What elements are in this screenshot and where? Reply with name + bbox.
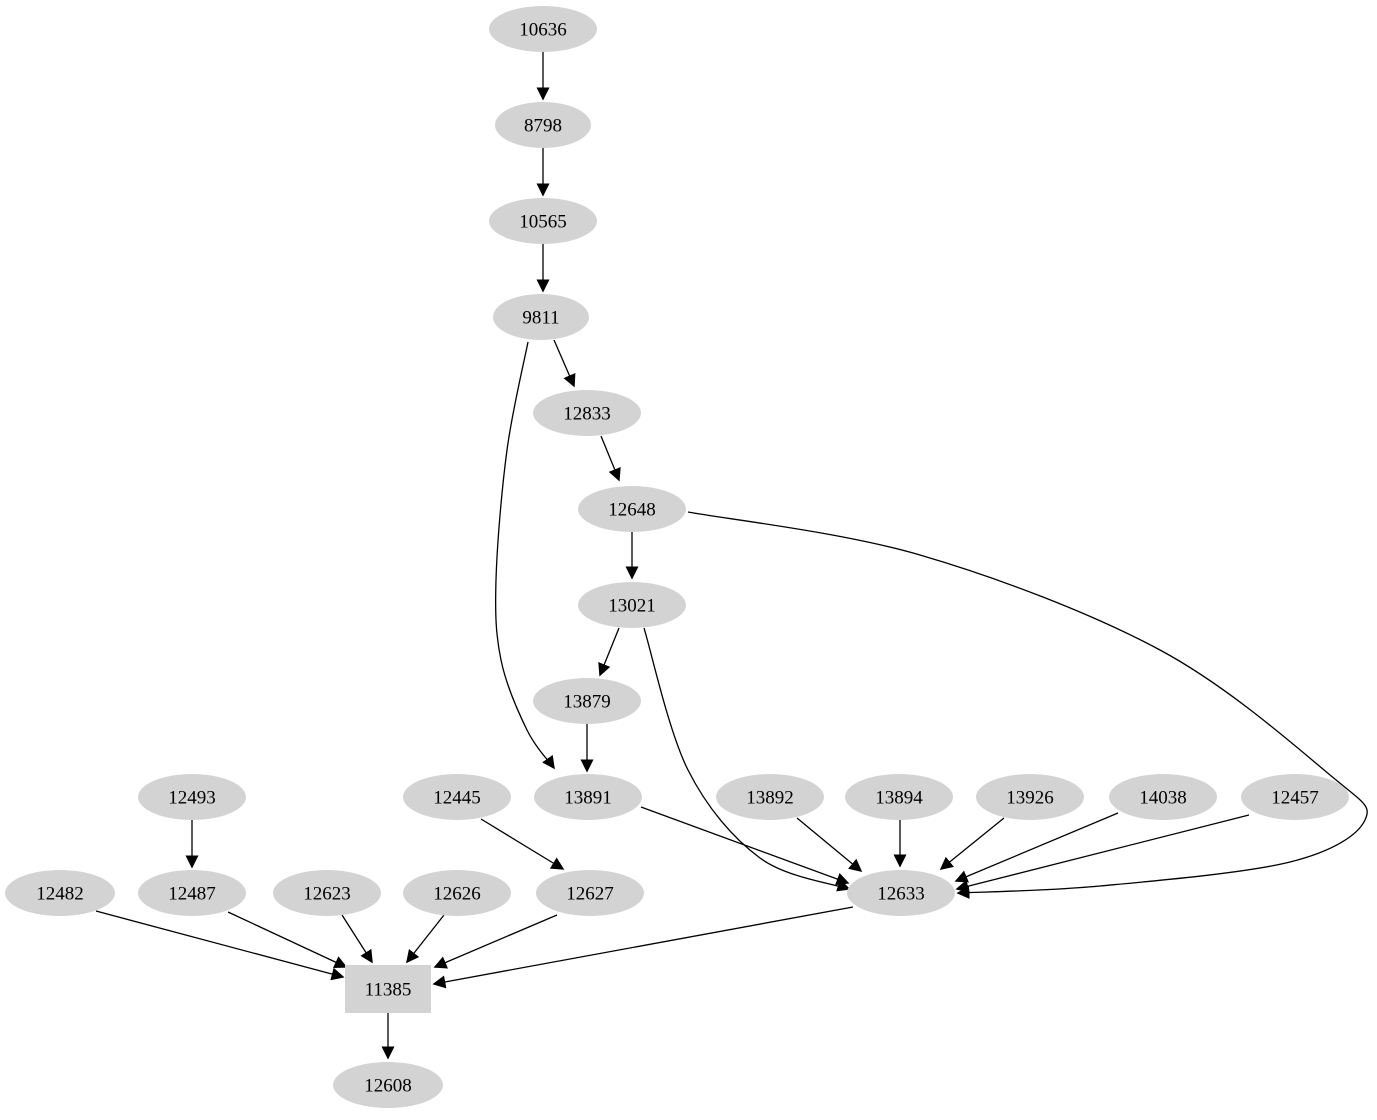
node-label: 12487 [168,884,216,905]
node-ellipse-shape [1241,774,1349,820]
node-ellipse-shape [1109,774,1217,820]
node-label: 14038 [1139,788,1187,809]
graph-node-12608: 12608 [333,1062,443,1108]
node-ellipse-shape [493,294,589,340]
node-ellipse-shape [847,870,955,916]
node-ellipse-shape [536,870,644,916]
edge-12623-11385 [341,914,373,964]
node-label: 8798 [524,116,562,137]
edge-13892-12633 [796,817,863,872]
node-ellipse-shape [495,102,591,148]
edge-13926-12633 [939,817,1005,870]
graph-node-12627: 12627 [536,870,644,916]
edge-12833-12648 [600,435,621,482]
node-label: 11385 [365,980,412,1001]
graph-node-12626: 12626 [403,870,511,916]
edge-12626-11385 [406,914,445,964]
node-ellipse-shape [403,870,511,916]
edge-13021-12633 [643,627,851,892]
node-label: 13879 [563,692,611,713]
edge-12627-11385 [433,914,558,969]
node-label: 12833 [563,404,611,425]
graph-node-12833: 12833 [533,390,641,436]
node-ellipse-shape [489,6,597,52]
graph-node-13891: 13891 [534,774,642,820]
node-label: 12648 [608,500,656,521]
node-label: 12482 [36,884,84,905]
edge-12482-11385 [95,910,345,981]
node-label: 12457 [1271,788,1319,809]
edges-layer [95,52,1368,1060]
edge-12633-11385 [432,906,854,989]
node-label: 9811 [522,308,559,329]
node-label: 12626 [433,884,481,905]
node-ellipse-shape [403,774,511,820]
node-label: 12627 [566,884,614,905]
edge-9811-12833 [553,339,576,388]
node-label: 13021 [608,596,656,617]
node-label: 10565 [519,212,567,233]
node-label: 12623 [303,884,351,905]
graph-node-14038: 14038 [1109,774,1217,820]
node-label: 10636 [519,20,567,41]
node-ellipse-shape [138,774,246,820]
node-ellipse-shape [5,870,115,916]
node-ellipse-shape [533,390,641,436]
node-box-shape [345,965,431,1013]
graph-node-11385: 11385 [345,965,431,1013]
edge-12445-12627 [480,818,565,870]
node-ellipse-shape [489,198,597,244]
graph-node-10636: 10636 [489,6,597,52]
node-ellipse-shape [578,582,686,628]
node-ellipse-shape [138,870,246,916]
edge-13891-12633 [640,806,850,886]
node-label: 12445 [433,788,481,809]
graph-node-12623: 12623 [273,870,381,916]
edge-12648-12633 [687,511,1368,899]
graph-node-12445: 12445 [403,774,511,820]
graph-node-13879: 13879 [533,678,641,724]
node-label: 12608 [364,1076,412,1097]
edge-12457-12633 [955,814,1250,893]
graph-node-12633: 12633 [847,870,955,916]
edge-13021-13879 [598,627,620,677]
node-ellipse-shape [533,678,641,724]
edge-9811-13891 [494,341,555,770]
node-label: 12493 [168,788,216,809]
graph-node-13894: 13894 [845,774,953,820]
node-ellipse-shape [273,870,381,916]
graph-node-12648: 12648 [578,486,686,532]
node-ellipse-shape [333,1062,443,1108]
node-ellipse-shape [534,774,642,820]
node-label: 13892 [746,788,794,809]
graph-node-13021: 13021 [578,582,686,628]
graph-node-13926: 13926 [976,774,1084,820]
node-ellipse-shape [976,774,1084,820]
graph-node-12487: 12487 [138,870,246,916]
node-ellipse-shape [716,774,824,820]
node-ellipse-shape [578,486,686,532]
edge-14038-12633 [954,812,1119,883]
edge-12487-11385 [227,911,348,969]
node-label: 12633 [877,884,925,905]
graph-node-12482: 12482 [5,870,115,916]
nodes-layer: 10636 8798 10565 9811 12833 12648 13021 13879 13… [5,6,1349,1108]
node-label: 13926 [1006,788,1054,809]
graph-node-12493: 12493 [138,774,246,820]
graph-node-8798: 8798 [495,102,591,148]
graph-node-12457: 12457 [1241,774,1349,820]
node-ellipse-shape [845,774,953,820]
graph-node-13892: 13892 [716,774,824,820]
graph-node-9811: 9811 [493,294,589,340]
node-label: 13891 [564,788,612,809]
node-label: 13894 [875,788,923,809]
graph-node-10565: 10565 [489,198,597,244]
